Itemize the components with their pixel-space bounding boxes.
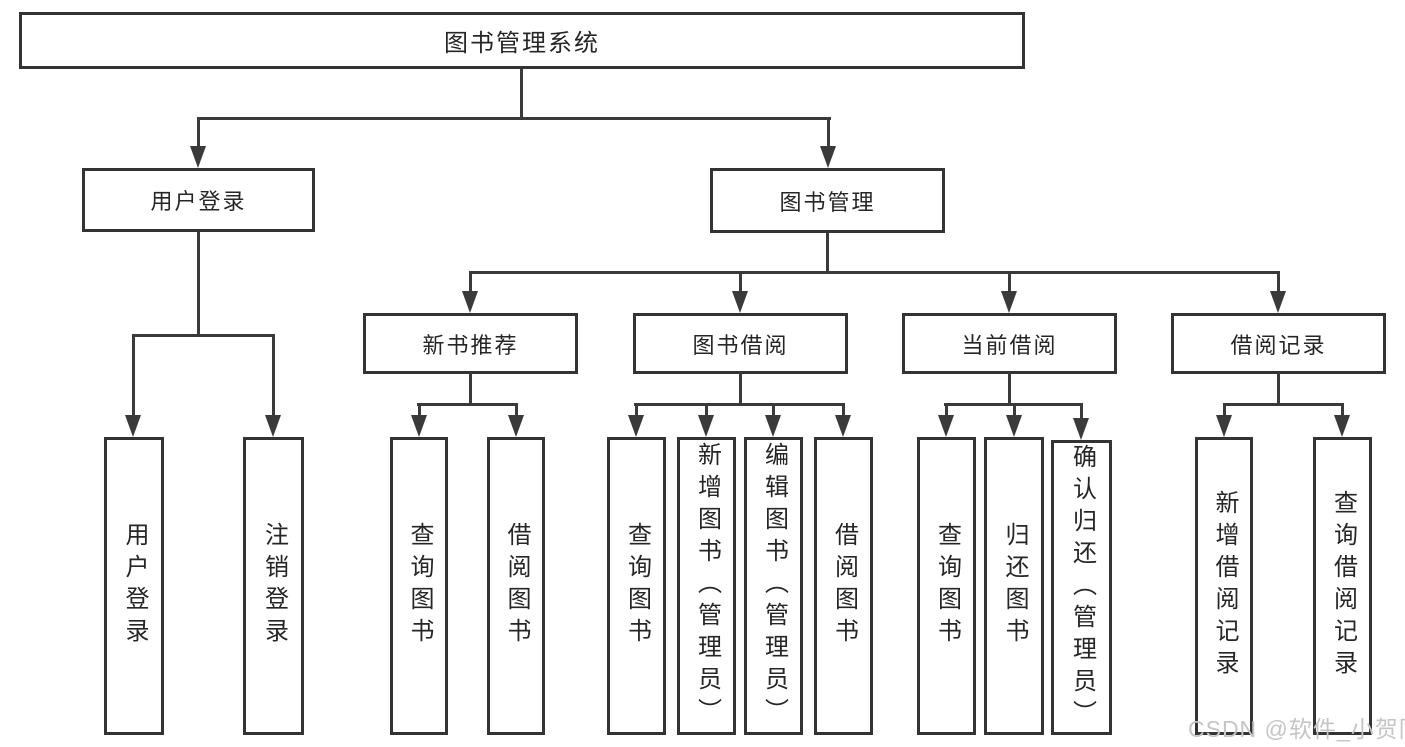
connector-line bbox=[842, 403, 845, 417]
arrow-down-icon bbox=[1001, 291, 1017, 313]
arrow-down-icon bbox=[1073, 418, 1089, 440]
leaf-label: 归还图书 bbox=[1001, 522, 1028, 650]
connector-line bbox=[1008, 372, 1011, 406]
connector-line bbox=[945, 403, 948, 417]
node-label: 图书借阅 bbox=[692, 332, 789, 358]
leaf-edit-book-admin: 编辑图书（管理员） bbox=[744, 437, 803, 735]
leaf-add-borrow-record: 新增借阅记录 bbox=[1195, 437, 1253, 735]
leaf-label: 借阅图书 bbox=[503, 522, 530, 650]
connector-line bbox=[469, 271, 472, 293]
leaf-label: 编辑图书（管理员） bbox=[760, 442, 788, 730]
node-current-borrow: 当前借阅 bbox=[902, 313, 1117, 374]
arrow-down-icon bbox=[820, 146, 836, 168]
node-book-management: 图书管理 bbox=[710, 168, 945, 233]
arrow-down-icon bbox=[835, 415, 851, 437]
arrow-down-icon bbox=[765, 415, 781, 437]
arrow-down-icon bbox=[411, 415, 427, 437]
arrow-down-icon bbox=[938, 415, 954, 437]
leaf-logout: 注销登录 bbox=[243, 437, 304, 735]
leaf-add-book-admin: 新增图书（管理员） bbox=[677, 437, 736, 735]
node-label: 新书推荐 bbox=[422, 332, 519, 358]
leaf-label: 确认归还（管理员） bbox=[1068, 443, 1096, 732]
connector-line bbox=[772, 403, 775, 417]
leaf-label: 查询图书 bbox=[623, 522, 651, 650]
leaf-query-borrow-record: 查询借阅记录 bbox=[1313, 437, 1372, 735]
connector-line bbox=[1223, 403, 1226, 417]
leaf-query-books: 查询图书 bbox=[607, 437, 666, 735]
connector-line bbox=[739, 372, 742, 406]
connector-line bbox=[1277, 271, 1280, 293]
leaf-label: 查询借阅记录 bbox=[1329, 490, 1357, 682]
connector-line bbox=[1008, 271, 1011, 293]
connector-line bbox=[197, 117, 831, 120]
node-label: 图书管理系统 bbox=[444, 30, 600, 57]
connector-line bbox=[272, 334, 275, 417]
leaf-confirm-return-admin: 确认归还（管理员） bbox=[1051, 440, 1112, 735]
node-label: 借阅记录 bbox=[1230, 332, 1327, 358]
leaf-return-books: 归还图书 bbox=[984, 437, 1044, 735]
connector-line bbox=[520, 69, 523, 119]
node-label: 用户登录 bbox=[150, 189, 247, 214]
node-new-book-recommend: 新书推荐 bbox=[363, 313, 578, 374]
arrow-down-icon bbox=[628, 415, 644, 437]
node-root: 图书管理系统 bbox=[19, 12, 1025, 69]
watermark: CSDN @软件_小贺同学 bbox=[1188, 716, 1405, 742]
connector-line bbox=[469, 271, 1280, 274]
leaf-label: 新增借阅记录 bbox=[1211, 490, 1238, 682]
arrow-down-icon bbox=[1334, 415, 1350, 437]
connector-line bbox=[634, 403, 845, 406]
connector-line bbox=[1341, 403, 1344, 417]
connector-line bbox=[739, 271, 742, 293]
connector-line bbox=[469, 372, 472, 406]
leaf-label: 用户登录 bbox=[121, 522, 148, 650]
leaf-borrow-books: 借阅图书 bbox=[487, 437, 545, 735]
leaf-label: 查询图书 bbox=[933, 522, 961, 650]
node-book-borrow: 图书借阅 bbox=[633, 313, 848, 374]
connector-line bbox=[132, 334, 135, 417]
node-label: 图书管理 bbox=[779, 189, 876, 215]
connector-line bbox=[827, 117, 830, 149]
node-borrow-records: 借阅记录 bbox=[1171, 313, 1386, 374]
leaf-label: 新增图书（管理员） bbox=[693, 442, 721, 730]
connector-line bbox=[705, 403, 708, 417]
arrow-down-icon bbox=[1216, 415, 1232, 437]
arrow-down-icon bbox=[462, 291, 478, 313]
leaf-query-books: 查询图书 bbox=[390, 437, 448, 735]
node-user-login: 用户登录 bbox=[82, 168, 315, 232]
connector-line bbox=[197, 117, 200, 149]
arrow-down-icon bbox=[1270, 291, 1286, 313]
arrow-down-icon bbox=[190, 146, 206, 168]
arrow-down-icon bbox=[1006, 415, 1022, 437]
arrow-down-icon bbox=[698, 415, 714, 437]
leaf-borrow-books: 借阅图书 bbox=[814, 437, 873, 735]
leaf-label: 注销登录 bbox=[260, 522, 288, 650]
leaf-label: 借阅图书 bbox=[830, 522, 858, 650]
leaf-query-books: 查询图书 bbox=[917, 437, 976, 735]
connector-line bbox=[418, 403, 421, 417]
arrow-down-icon bbox=[125, 415, 141, 437]
leaf-user-login: 用户登录 bbox=[104, 437, 164, 735]
connector-line bbox=[826, 233, 829, 274]
connector-line bbox=[1223, 403, 1344, 406]
connector-line bbox=[1013, 403, 1016, 417]
arrow-down-icon bbox=[732, 291, 748, 313]
connector-line bbox=[417, 403, 518, 406]
arrow-down-icon bbox=[265, 415, 281, 437]
arrow-down-icon bbox=[508, 415, 524, 437]
connector-line bbox=[515, 403, 518, 417]
connector-line bbox=[132, 334, 275, 337]
leaf-label: 查询图书 bbox=[406, 522, 433, 650]
node-label: 当前借阅 bbox=[961, 332, 1058, 358]
connector-line bbox=[197, 232, 200, 337]
connector-line bbox=[1277, 372, 1280, 406]
connector-line bbox=[635, 403, 638, 417]
connector-line bbox=[1080, 403, 1083, 419]
